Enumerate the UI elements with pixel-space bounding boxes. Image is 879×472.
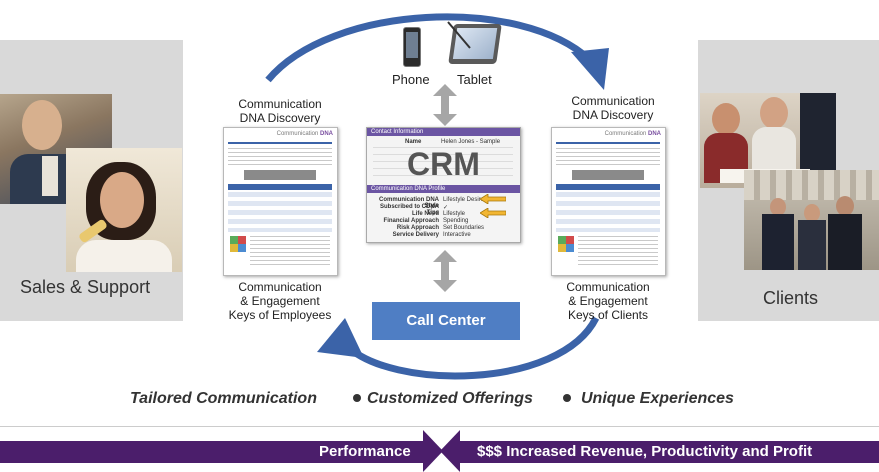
sales-support-label: Sales & Support — [20, 277, 151, 297]
crm-row-value: ✓ — [443, 205, 449, 211]
right-doc-logo: Communication DNA — [604, 131, 661, 137]
performance-bar — [0, 441, 423, 463]
crm-name-label: Name — [405, 139, 422, 145]
crm-row-value: Spending — [443, 218, 469, 224]
support-agent-photo — [66, 148, 182, 272]
crm-row-label: Subscribed to CDNA Tips — [379, 204, 439, 216]
crm-row-label: Service Delivery — [392, 232, 439, 238]
crm-name-value: Helen Jones - Sample — [441, 139, 501, 145]
top-double-arrow — [433, 84, 457, 126]
crm-row-value: Lifestyle — [443, 211, 466, 217]
left-dna-document: Communication DNA — [223, 127, 338, 276]
call-center-button[interactable]: Call Center — [372, 302, 520, 340]
revenue-arrow-head — [440, 430, 460, 472]
crm-row-label: Financial Approach — [383, 218, 439, 224]
crm-contact-header: Contact Information — [367, 128, 520, 136]
right-dna-document: Communication DNA — [551, 127, 666, 276]
bottom-divider — [0, 426, 879, 427]
clients-label: Clients — [763, 288, 819, 308]
tablet-label: Tablet — [457, 72, 492, 87]
left-doc-top-caption: Communication DNA Discovery — [238, 97, 322, 125]
crm-row-value: Interactive — [443, 232, 471, 238]
left-doc-logo: Communication DNA — [276, 131, 333, 137]
tagline-item-3: Unique Experiences — [581, 390, 734, 407]
crm-highlight-arrow-2 — [480, 208, 506, 218]
tagline-bullet-1 — [353, 394, 361, 402]
tagline-item-2: Customized Offerings — [367, 390, 533, 407]
crm-title: CRM — [407, 146, 480, 182]
crm-card: Contact Information Name Helen Jones - S… — [366, 127, 521, 243]
crm-row-label: Life Need — [411, 211, 439, 217]
crm-row-value: Lifestyle Desire — [443, 197, 485, 203]
crm-row-value: Set Boundaries — [443, 225, 485, 231]
crm-row-label: Risk Approach — [396, 225, 439, 231]
business-team-photo — [744, 170, 879, 270]
phone-label: Phone — [392, 72, 430, 87]
revenue-bar — [460, 441, 879, 463]
performance-arrow-head — [423, 430, 443, 472]
tagline-item-1: Tailored Communication — [130, 390, 317, 407]
bottom-double-arrow — [433, 250, 457, 292]
right-doc-top-caption: Communication DNA Discovery — [571, 94, 655, 122]
crm-profile-header: Communication DNA Profile — [367, 185, 520, 193]
tagline-bullet-2 — [563, 394, 571, 402]
left-doc-bottom-caption: Communication & Engagement Keys of Emplo… — [228, 280, 332, 322]
performance-label: Performance — [319, 443, 411, 460]
stylus-icon — [447, 21, 471, 49]
right-doc-bottom-caption: Communication & Engagement Keys of Clien… — [566, 280, 650, 322]
revenue-label: $$$ Increased Revenue, Productivity and … — [477, 443, 813, 460]
crm-row-label: Communication DNA Style — [379, 197, 439, 209]
crm-highlight-arrow-1 — [480, 194, 506, 204]
phone-icon — [403, 27, 421, 67]
